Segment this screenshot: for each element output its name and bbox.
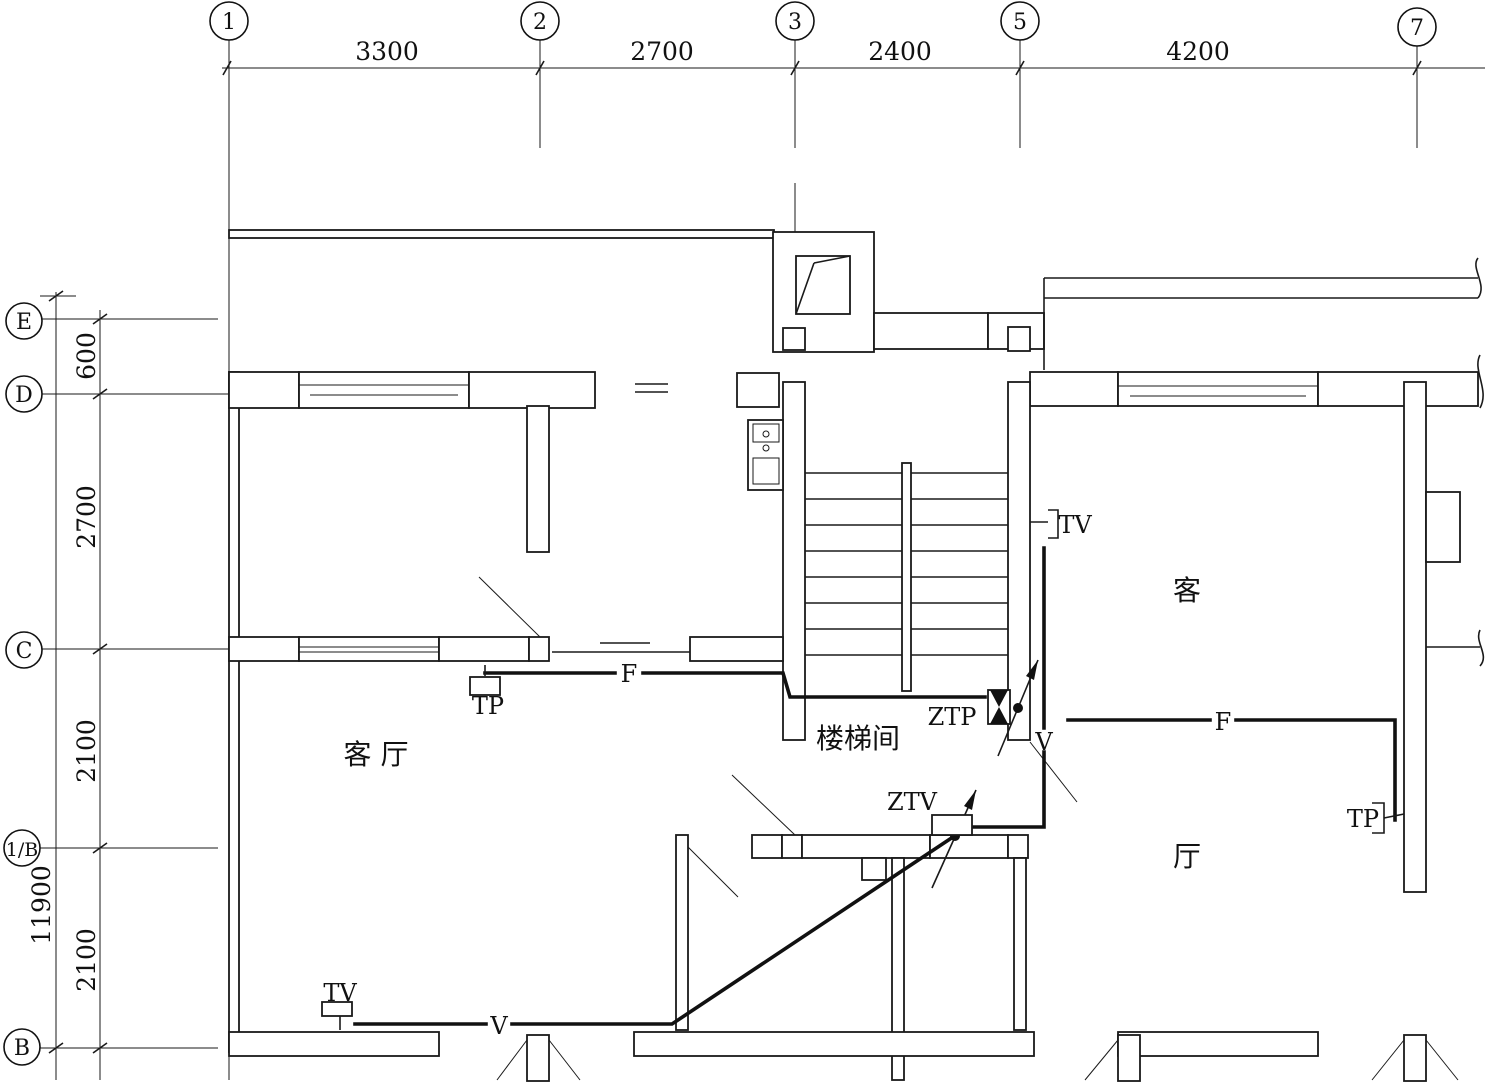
axis-bubble-5: 5 <box>1000 1 1040 41</box>
axis-bubble-2: 2 <box>520 1 560 41</box>
svg-text:D: D <box>15 383 33 408</box>
dim-2700-left: 2700 <box>72 485 101 549</box>
building-walls <box>228 229 1485 1082</box>
svg-text:C: C <box>16 639 33 664</box>
left-dimension-chain: 600 2700 2100 2100 11900 <box>27 290 218 1080</box>
ztp-amplifier: ZTP <box>928 689 1011 731</box>
tp-left-outlet: TP <box>469 676 504 720</box>
svg-text:ZTV: ZTV <box>887 788 938 816</box>
svg-text:1: 1 <box>222 10 236 35</box>
svg-text:E: E <box>16 310 32 335</box>
svg-text:5: 5 <box>1013 10 1027 35</box>
dim-3300: 3300 <box>355 37 419 66</box>
dim-4200: 4200 <box>1166 37 1230 66</box>
tv-left-outlet: TV <box>321 979 357 1017</box>
top-dimension-chain: 3300 2700 2400 4200 <box>222 37 1485 76</box>
room-label-living-right-2: 厅 <box>1173 840 1201 873</box>
axis-bubble-1: 1 <box>209 1 249 41</box>
room-label-living-left: 客 厅 <box>344 738 409 771</box>
dim-2100-upper: 2100 <box>72 719 101 783</box>
axis-bubble-D: D <box>5 375 43 413</box>
svg-text:2: 2 <box>533 10 547 35</box>
axis-bubble-C: C <box>5 631 43 669</box>
axis-bubble-B: B <box>3 1028 41 1066</box>
svg-text:TP: TP <box>472 692 504 720</box>
cable-v-bottom: V <box>489 1012 508 1040</box>
horizontal-axis-lines <box>40 318 229 849</box>
dim-2100-lower: 2100 <box>72 928 101 992</box>
svg-text:7: 7 <box>1410 16 1424 41</box>
dim-2400: 2400 <box>868 37 932 66</box>
svg-text:ZTP: ZTP <box>928 703 977 731</box>
dim-2700: 2700 <box>630 37 694 66</box>
ztv-distributor: ZTV <box>887 788 973 836</box>
cable-runs <box>339 546 1397 1030</box>
room-label-living-right-1: 客 <box>1173 574 1201 607</box>
cable-f-right: F <box>1215 708 1232 736</box>
svg-text:TV: TV <box>1058 511 1092 539</box>
svg-text:TP: TP <box>1347 805 1379 833</box>
dim-11900-total: 11900 <box>27 865 56 945</box>
axis-bubble-E: E <box>5 302 43 340</box>
room-label-stairwell: 楼梯间 <box>816 722 900 755</box>
tp-right-outlet: TP <box>1347 802 1405 834</box>
dim-600: 600 <box>72 332 101 380</box>
svg-text:TV: TV <box>323 979 357 1007</box>
cable-f-left: F <box>621 660 638 688</box>
svg-text:1/B: 1/B <box>6 839 38 861</box>
svg-text:B: B <box>14 1036 30 1061</box>
axis-bubble-3: 3 <box>775 1 815 41</box>
svg-text:3: 3 <box>788 10 802 35</box>
axis-bubble-1B: 1/B <box>3 829 41 867</box>
cable-v-right: V <box>1034 728 1053 756</box>
axis-bubble-7: 7 <box>1397 7 1437 47</box>
tv-right-outlet: TV <box>1030 509 1092 539</box>
